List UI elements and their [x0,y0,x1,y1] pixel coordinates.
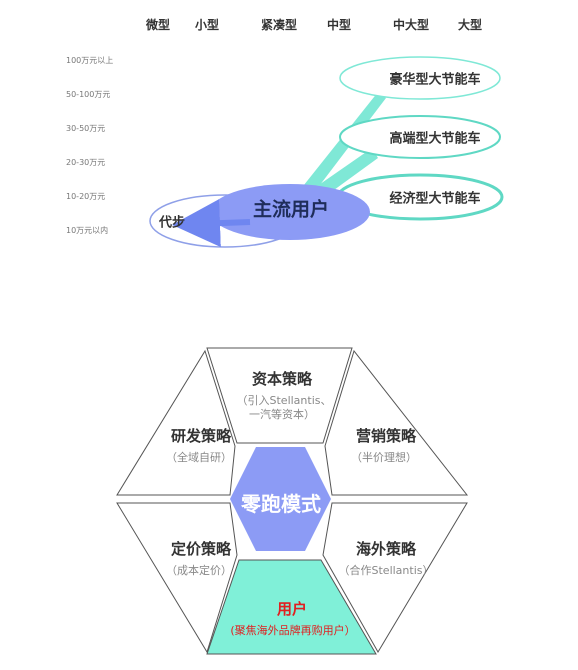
luxury-segment-ellipse [339,56,501,100]
rnd-segment [116,349,236,496]
positioning-chart-graphics [149,56,504,248]
rnd-note: （全域自研） [166,451,232,464]
column-large: 大型 [457,18,483,32]
economy-segment-label: 经济型大节能车 [389,191,481,207]
arrow-to-luxury [292,92,386,206]
capital-segment [206,347,353,444]
strategy-hexagon-graphics [116,347,469,655]
marketing-note: （半价理想） [351,451,417,464]
column-midlarge: 中大型 [392,18,430,32]
capital-title: 资本策略 [251,370,313,388]
column-small: 小型 [194,18,220,32]
center-label: 零跑模式 [241,492,321,516]
overseas-segment [322,502,468,653]
arrow-to-entry [172,199,251,248]
column-micro: 微型 [145,18,171,32]
price-band-1: 100万元以上 [66,56,114,65]
marketing-title: 营销策略 [355,427,417,445]
entry-segment-label: 代步 [158,215,186,231]
center-hexagon [230,447,331,551]
column-midsize: 中型 [326,18,352,32]
highend-segment-ellipse [339,115,501,159]
pricing-segment [116,502,238,654]
price-band-5: 10-20万元 [66,192,106,201]
user-title: 用户 [276,600,308,618]
highend-segment-label: 高端型大节能车 [389,131,481,147]
price-band-6: 10万元以内 [66,226,109,235]
capital-note-line1: （引入Stellantis、 [236,394,332,407]
price-band-4: 20-30万元 [66,158,106,167]
column-compact: 紧凑型 [260,18,298,32]
pricing-note: （成本定价） [166,564,232,577]
overseas-title: 海外策略 [355,540,417,558]
marketing-segment [324,349,469,496]
core-segment-ellipse [210,184,370,240]
rnd-title: 研发策略 [170,427,232,445]
pricing-title: 定价策略 [170,540,232,558]
user-note: (聚焦海外品牌再购用户） [230,624,356,637]
price-band-2: 50-100万元 [66,90,111,99]
luxury-segment-label: 豪华型大节能车 [389,72,481,88]
overseas-note: （合作Stellantis） [338,564,434,577]
core-segment-label: 主流用户 [252,198,330,221]
price-band-3: 30-50万元 [66,124,106,133]
capital-note-line2: 一汽等资本） [249,408,315,421]
user-segment [206,559,377,655]
